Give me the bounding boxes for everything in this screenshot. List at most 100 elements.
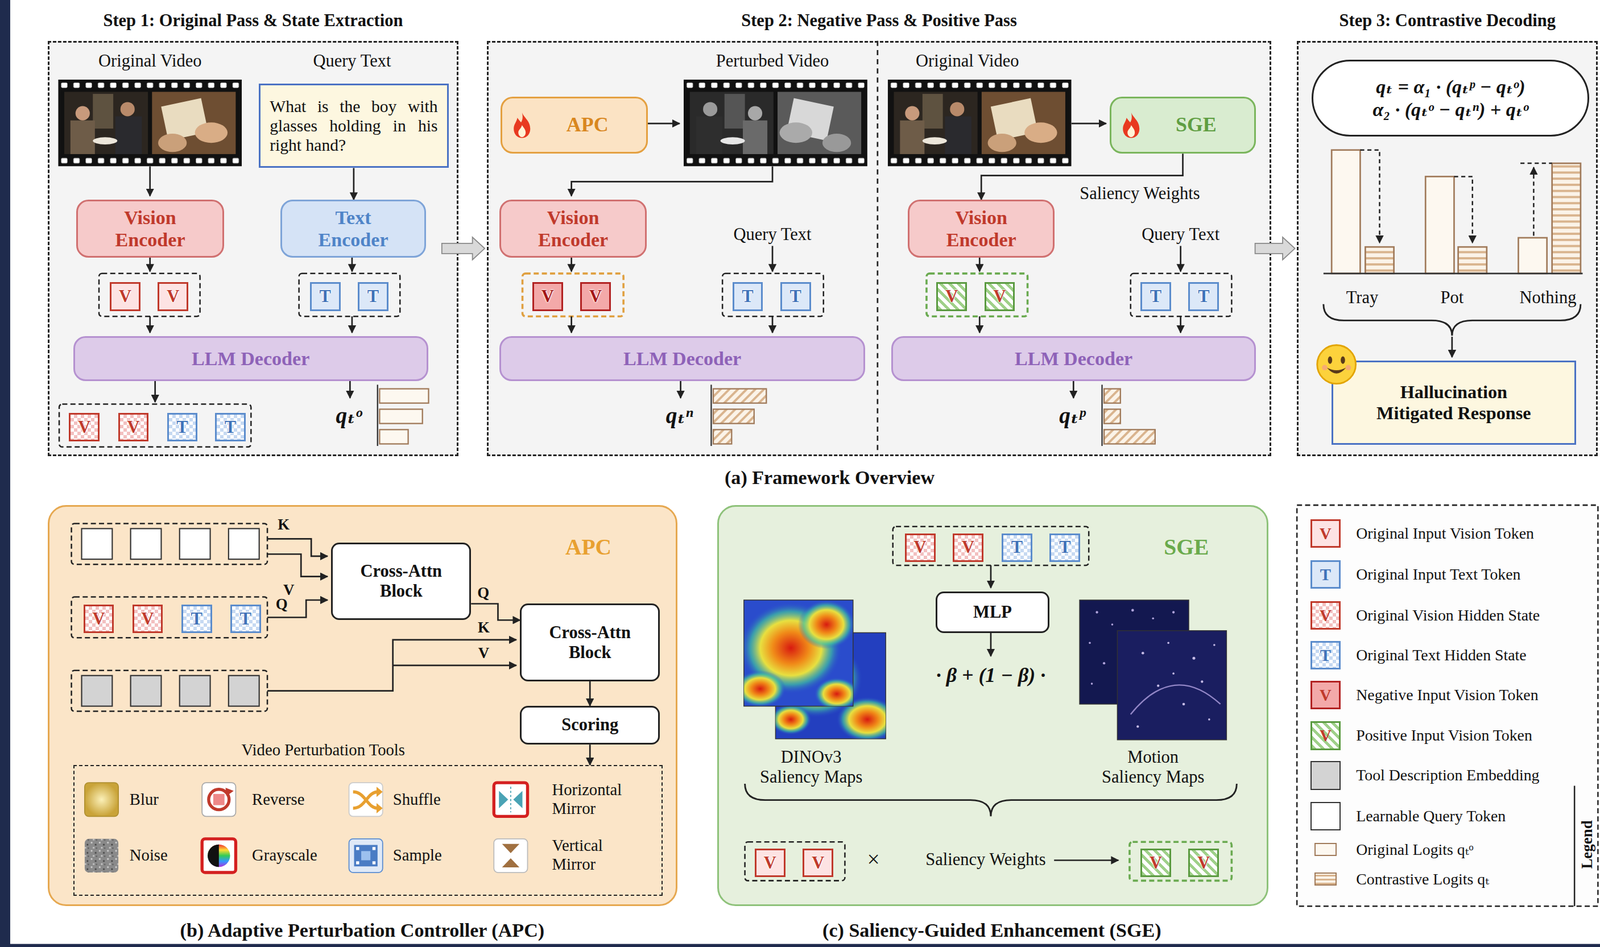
node-text: T <box>224 417 237 438</box>
change-arrow <box>1359 150 1552 243</box>
text-label: V <box>1319 524 1332 544</box>
legend-text: Original Logits qₜᵒ <box>1355 840 1474 859</box>
text-label: K <box>477 618 490 637</box>
connector <box>470 604 520 621</box>
text-label: Legend <box>1577 820 1596 870</box>
legend-text: Original Input Vision Token <box>1355 524 1535 543</box>
token: V <box>984 282 1016 311</box>
token: T <box>780 282 812 311</box>
decoder-box: LLM Decoder <box>499 336 865 382</box>
text-label: Blur <box>129 789 159 809</box>
node-text: V <box>118 286 132 307</box>
token: V <box>109 282 141 311</box>
node-text: Text Encoder <box>309 206 397 251</box>
node-text: What is the boy with glasses holding in … <box>269 96 438 155</box>
legend-text: Learnable Query Token <box>1355 807 1506 826</box>
mlp-box: MLP <box>935 591 1050 634</box>
encoder-box: Text Encoder <box>280 199 427 258</box>
node-text: α₂ · (qₜᵒ − qₜⁿ) + qₜᵒ <box>1372 98 1529 121</box>
text-label: T <box>1320 565 1331 585</box>
text-label: · β + (1 − β) · <box>936 663 1047 688</box>
legend-text: Negative Input Vision Token <box>1355 685 1539 705</box>
node-text: SGE <box>1175 113 1217 137</box>
text-label: Query Text <box>733 224 812 245</box>
legend-swatch <box>1314 842 1337 857</box>
legend-text: Original Input Text Token <box>1355 565 1521 584</box>
token: V <box>83 604 115 634</box>
connector <box>353 167 355 200</box>
token: V <box>157 282 189 311</box>
node-text: LLM Decoder <box>1014 347 1133 370</box>
token: T <box>1049 533 1081 562</box>
fire-icon <box>1119 111 1143 139</box>
legend-swatch <box>1310 801 1342 831</box>
text-label: Original Video <box>915 51 1019 72</box>
token: V <box>532 282 564 311</box>
connector <box>589 744 591 766</box>
module-box: APC <box>500 96 648 154</box>
node-text: T <box>1011 537 1023 558</box>
text-label: V <box>1319 726 1332 746</box>
node-text: SGE <box>1163 534 1209 561</box>
decoder-box: LLM Decoder <box>891 336 1256 382</box>
encoder-box: Vision Encoder <box>499 199 647 258</box>
node-text: V <box>1197 853 1210 874</box>
token: T <box>181 604 213 634</box>
text-label: Query Text <box>312 51 391 72</box>
node-text: qₜ = α₁ · (qₜᵖ − qₜᵒ) <box>1375 75 1525 98</box>
text-label: (a) Framework Overview <box>724 466 935 489</box>
legend-text: Original Text Hidden State <box>1355 646 1527 665</box>
node-text: T <box>176 417 188 438</box>
token: V <box>1140 848 1172 878</box>
saliency-map <box>734 600 1227 742</box>
text-label: qₜⁿ <box>666 403 694 429</box>
blank-token <box>81 528 260 706</box>
node-text: APC <box>566 113 609 137</box>
legend-text: Contrastive Logits qₜ <box>1355 870 1490 889</box>
attention-block: Scoring <box>519 705 660 745</box>
node-text: V <box>541 286 554 307</box>
text-label: Original Video <box>98 51 202 72</box>
text-label: Nothing <box>1519 287 1577 308</box>
node-text: LLM Decoder <box>191 347 310 370</box>
fire-icon <box>510 111 533 139</box>
token: T <box>732 282 764 311</box>
encoder-box: Vision Encoder <box>907 199 1055 258</box>
node-text: T <box>319 286 332 307</box>
text-label: Tray <box>1346 287 1379 308</box>
node-text: V <box>993 286 1007 307</box>
node-text: V <box>589 286 602 307</box>
attention-block: Cross-Attn Block <box>519 603 660 681</box>
text-label: K <box>277 515 290 534</box>
text-label: qₜᵖ <box>1059 403 1086 429</box>
node-text: Video Perturbation Tools <box>241 740 405 760</box>
node-text: T <box>1059 537 1071 558</box>
text-label: Shuffle <box>393 789 441 809</box>
text-label: (b) Adaptive Perturbation Controller (AP… <box>180 919 545 942</box>
node-text: T <box>1197 286 1210 307</box>
attention-block: Cross-Attn Block <box>331 542 471 620</box>
token: T <box>167 412 198 442</box>
bar-chart <box>1323 150 1583 274</box>
token: V <box>118 412 150 442</box>
node-text: T <box>741 286 754 307</box>
node-text: V <box>811 853 825 874</box>
legend-text: Tool Description Embedding <box>1355 766 1540 785</box>
formula-box: qₜ = α₁ · (qₜᵖ − qₜᵒ)α₂ · (qₜᵒ − qₜⁿ) + … <box>1311 59 1590 137</box>
node-text: V <box>92 609 105 630</box>
node-text: V <box>945 286 958 307</box>
node-text: V <box>763 853 777 874</box>
smiley-emoji <box>1315 342 1358 386</box>
node-text: Vision Encoder <box>529 206 616 251</box>
node-text: T <box>1150 286 1162 307</box>
text-label: V <box>1319 605 1332 625</box>
text-label: Query Text <box>1141 224 1220 245</box>
text-label: V <box>478 644 490 663</box>
node-text: V <box>141 609 155 630</box>
text-label: Reverse <box>251 789 305 809</box>
text-label: Grayscale <box>251 845 318 865</box>
response-note: Hallucination Mitigated Response <box>1331 360 1577 445</box>
node-text: Step 1: Original Pass & State Extraction <box>49 10 457 31</box>
query-bubble: What is the boy with glasses holding in … <box>258 83 449 169</box>
